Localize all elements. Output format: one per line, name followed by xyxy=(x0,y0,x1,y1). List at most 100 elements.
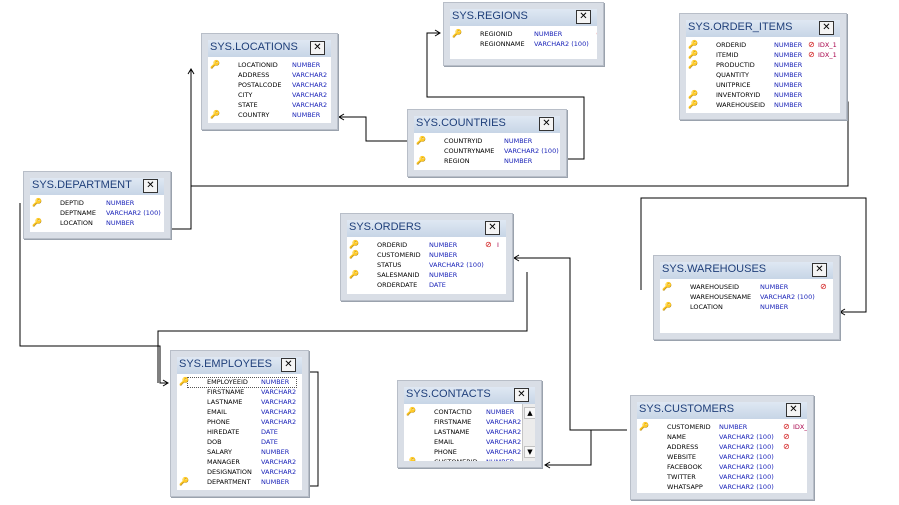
column-name: MANAGER xyxy=(207,458,240,466)
close-icon[interactable]: ✕ xyxy=(819,21,834,35)
close-icon[interactable]: ✕ xyxy=(812,263,827,277)
close-icon[interactable]: ✕ xyxy=(281,358,296,372)
table-header[interactable]: SYS.REGIONS✕ xyxy=(450,9,597,26)
close-icon[interactable]: ✕ xyxy=(143,179,158,193)
table-title: SYS.DEPARTMENT xyxy=(32,179,132,191)
close-icon[interactable]: ✕ xyxy=(485,221,500,235)
table-header[interactable]: SYS.ORDER_ITEMS✕ xyxy=(686,20,840,37)
rel-locations-employees-line[interactable] xyxy=(190,75,849,187)
table-header[interactable]: SYS.LOCATIONS✕ xyxy=(208,40,331,57)
table-header[interactable]: SYS.CONTACTS✕ xyxy=(404,387,535,404)
rel-warehouses-orderitems[interactable] xyxy=(640,197,867,313)
table-header[interactable]: SYS.EMPLOYEES✕ xyxy=(177,357,302,374)
table-header[interactable]: SYS.COUNTRIES✕ xyxy=(414,116,560,133)
rel-countries-regions[interactable] xyxy=(426,32,585,160)
rel-orders-customers[interactable] xyxy=(514,257,627,431)
table-regions[interactable]: SYS.REGIONS✕ 🔑REGIONIDNUMBER⊘REGIONNAMEVA… xyxy=(443,2,604,66)
rel-department-employees[interactable] xyxy=(19,203,168,384)
table-header[interactable]: SYS.ORDERS✕ xyxy=(347,220,506,237)
table-header[interactable]: SYS.DEPARTMENT ✕ xyxy=(30,178,164,195)
table-header[interactable]: SYS.CUSTOMERS✕ xyxy=(637,402,807,419)
close-icon[interactable]: ✕ xyxy=(786,403,801,417)
rel-contacts-customers[interactable] xyxy=(545,430,592,466)
close-icon[interactable]: ✕ xyxy=(310,41,325,55)
table-header[interactable]: SYS.WAREHOUSES✕ xyxy=(660,262,833,279)
scroll-down-arrow-icon[interactable]: ▼ xyxy=(524,446,535,458)
close-icon[interactable]: ✕ xyxy=(576,10,591,24)
rel-countries-locations[interactable] xyxy=(339,116,407,142)
close-icon[interactable]: ✕ xyxy=(514,388,529,402)
scroll-up-arrow-icon[interactable]: ▲ xyxy=(524,407,535,419)
rel-employees-manager[interactable] xyxy=(309,371,319,487)
column-name: DOB xyxy=(207,438,222,446)
rel-orders-employees[interactable] xyxy=(157,272,528,383)
close-icon[interactable]: ✕ xyxy=(539,117,554,131)
rel-locations-department[interactable] xyxy=(172,69,192,230)
vertical-scrollbar[interactable]: ▲▼ xyxy=(522,404,535,461)
